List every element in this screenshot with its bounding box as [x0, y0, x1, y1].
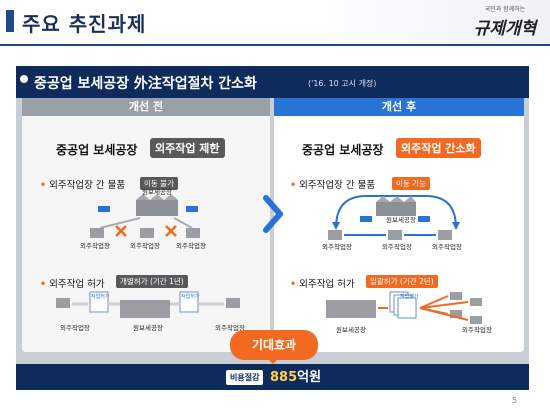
effect-tag: 비용절감: [226, 370, 264, 385]
after-permit-doc: 작업허가: [400, 294, 419, 300]
before-permit-site-label-2: 외주작업장: [215, 324, 245, 332]
after-permit-factory-label: 원보세공장: [336, 326, 366, 334]
after-item1-chip: 이동 가능: [392, 177, 430, 190]
before-heading: 중공업 보세공장: [56, 143, 138, 157]
panel-banner: [16, 66, 529, 98]
before-site-label-3: 외주작업장: [176, 242, 206, 250]
effect-title: 기대효과: [230, 330, 318, 360]
before-site-label-1: 외주작업장: [80, 242, 110, 250]
factory-icon: [136, 194, 178, 216]
before-heading-tag: 외주작업 제한: [150, 138, 225, 158]
after-item1: • 외주작업장 간 물품: [290, 180, 376, 191]
before-item1: • 외주작업장 간 물품: [40, 180, 126, 191]
header-divider: [0, 44, 550, 46]
before-item2-text: 외주작업 허가: [49, 279, 105, 290]
before-site-label-2: 외주작업장: [130, 242, 160, 250]
logo-subtitle: 국민과 함께하는: [484, 6, 526, 13]
before-label: 개선 전: [22, 98, 270, 116]
before-factory-label: 원보세공장: [142, 188, 172, 196]
chevron-right-icon: [263, 195, 283, 233]
after-site-label-3: 외주작업장: [432, 243, 462, 251]
before-permit-doc-1: 작업허가: [91, 294, 110, 300]
header-accent-bar: [6, 10, 14, 32]
banner-note: ('16. 10 고시 개정): [308, 79, 377, 88]
after-item2-chip: 일괄허가 (기간 2년): [366, 275, 438, 288]
after-site-label-1: 외주작업장: [322, 243, 352, 251]
banner-title: 중공업 보세공장 外注작업절차 간소화: [34, 76, 257, 92]
before-permit-site-label-1: 외주작업장: [60, 324, 90, 332]
after-label: 개선 후: [274, 98, 524, 116]
effect-value: 885억원: [270, 366, 321, 385]
before-item1-chip: 이동 불가: [140, 177, 178, 190]
after-site-label-2: 외주작업장: [382, 243, 412, 251]
banner-bullet-icon: [20, 75, 28, 83]
before-item2: • 외주작업 허가: [40, 279, 105, 290]
page-number: 5: [512, 396, 518, 405]
before-permit-doc-2: 작업허가: [181, 294, 200, 300]
after-item1-text: 외주작업장 간 물품: [299, 180, 376, 191]
effect-bubble-tail: [265, 356, 281, 364]
before-movement-diagram: [90, 194, 200, 238]
effect-number: 885: [270, 370, 298, 385]
after-heading-tag: 외주작업 간소화: [396, 138, 481, 158]
after-factory-label: 원보세공장: [386, 216, 416, 224]
page-title: 주요 추진과제: [22, 12, 147, 36]
before-permit-diagram: [56, 291, 240, 318]
before-permit-factory-label: 원보세공장: [133, 324, 163, 332]
factory-icon: [376, 196, 416, 216]
logo: 규제개혁: [473, 19, 537, 39]
before-item1-text: 외주작업장 간 물품: [49, 180, 126, 191]
effect-bar: [16, 364, 529, 390]
after-heading: 중공업 보세공장: [302, 143, 384, 157]
after-permit-site-label: 외주작업장: [462, 326, 492, 334]
before-item2-chip: 개별허가 (기간 1년): [116, 275, 188, 288]
page-header: [0, 0, 550, 44]
effect-unit: 억원: [297, 370, 322, 385]
after-permit-diagram: [326, 291, 482, 324]
after-item2-text: 외주작업 허가: [299, 279, 355, 290]
after-item2: • 외주작업 허가: [290, 279, 355, 290]
after-movement-diagram: [328, 195, 460, 240]
